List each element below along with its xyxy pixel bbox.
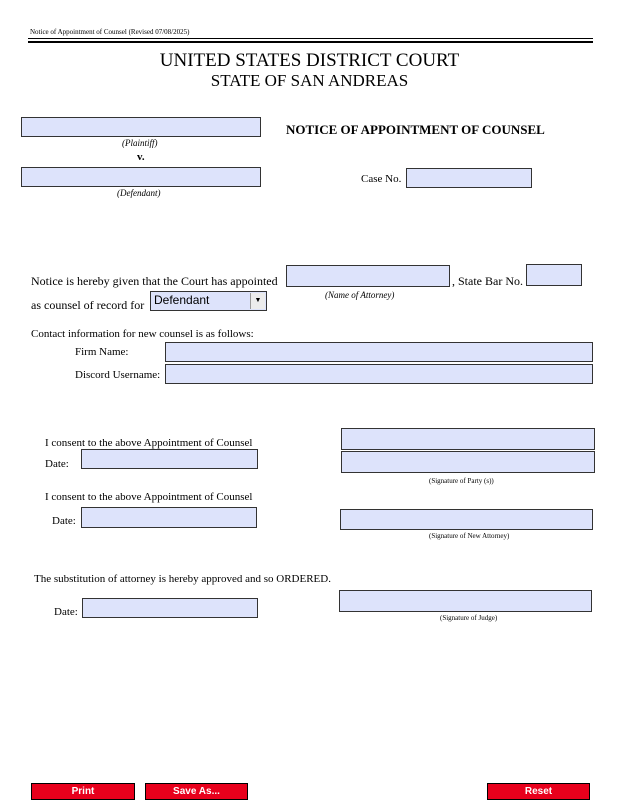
party-signature-label: (Signature of Party (s)): [429, 477, 494, 485]
order-text: The substitution of attorney is hereby a…: [34, 573, 331, 585]
defendant-field[interactable]: [21, 167, 261, 187]
consent-attorney-date-field[interactable]: [81, 507, 257, 528]
reset-button[interactable]: Reset: [487, 783, 590, 800]
judge-signature-field[interactable]: [339, 590, 592, 612]
form-id: Notice of Appointment of Counsel (Revise…: [30, 28, 190, 36]
chevron-down-icon[interactable]: ▼: [250, 293, 265, 309]
discord-username-field[interactable]: [165, 364, 593, 384]
consent-party-date-field[interactable]: [81, 449, 258, 469]
attorney-name-label: (Name of Attorney): [325, 290, 395, 300]
order-date-label: Date:: [54, 606, 78, 618]
defendant-label: (Defendant): [117, 188, 161, 198]
plaintiff-field[interactable]: [21, 117, 261, 137]
notice-text: Notice is hereby given that the Court ha…: [31, 274, 278, 288]
firm-name-field[interactable]: [165, 342, 593, 362]
plaintiff-label: (Plaintiff): [122, 138, 158, 148]
new-attorney-signature-label: (Signature of New Attorney): [429, 532, 510, 540]
save-as-button[interactable]: Save As...: [145, 783, 248, 800]
party-select-value: Defendant: [154, 293, 210, 307]
case-no-label: Case No.: [361, 173, 402, 185]
print-button[interactable]: Print: [31, 783, 135, 800]
state-bar-field[interactable]: [526, 264, 582, 286]
header-rule-thick: [28, 41, 593, 43]
contact-intro: Contact information for new counsel is a…: [31, 328, 254, 340]
consent-party-text: I consent to the above Appointment of Co…: [45, 437, 253, 449]
court-title: UNITED STATES DISTRICT COURT: [159, 50, 460, 71]
consent-party-date-label: Date:: [45, 458, 69, 470]
new-attorney-signature-field[interactable]: [340, 509, 593, 530]
order-date-field[interactable]: [82, 598, 258, 618]
party-signature-field-2[interactable]: [341, 451, 595, 473]
record-label: as counsel of record for: [31, 298, 145, 312]
party-signature-field-1[interactable]: [341, 428, 595, 450]
state-bar-label: , State Bar No.: [452, 274, 523, 288]
party-select[interactable]: Defendant ▼: [150, 291, 267, 311]
versus-label: v.: [137, 151, 145, 163]
discord-username-label: Discord Username:: [75, 369, 161, 381]
notice-title: NOTICE OF APPOINTMENT OF COUNSEL: [286, 122, 545, 137]
attorney-name-field[interactable]: [286, 265, 450, 287]
case-no-field[interactable]: [406, 168, 532, 188]
consent-attorney-text: I consent to the above Appointment of Co…: [45, 491, 253, 503]
firm-name-label: Firm Name:: [75, 346, 129, 358]
state-title: STATE OF SAN ANDREAS: [210, 71, 409, 90]
judge-signature-label: (Signature of Judge): [440, 614, 498, 622]
consent-attorney-date-label: Date:: [52, 515, 76, 527]
header-rule-thin: [28, 38, 593, 39]
